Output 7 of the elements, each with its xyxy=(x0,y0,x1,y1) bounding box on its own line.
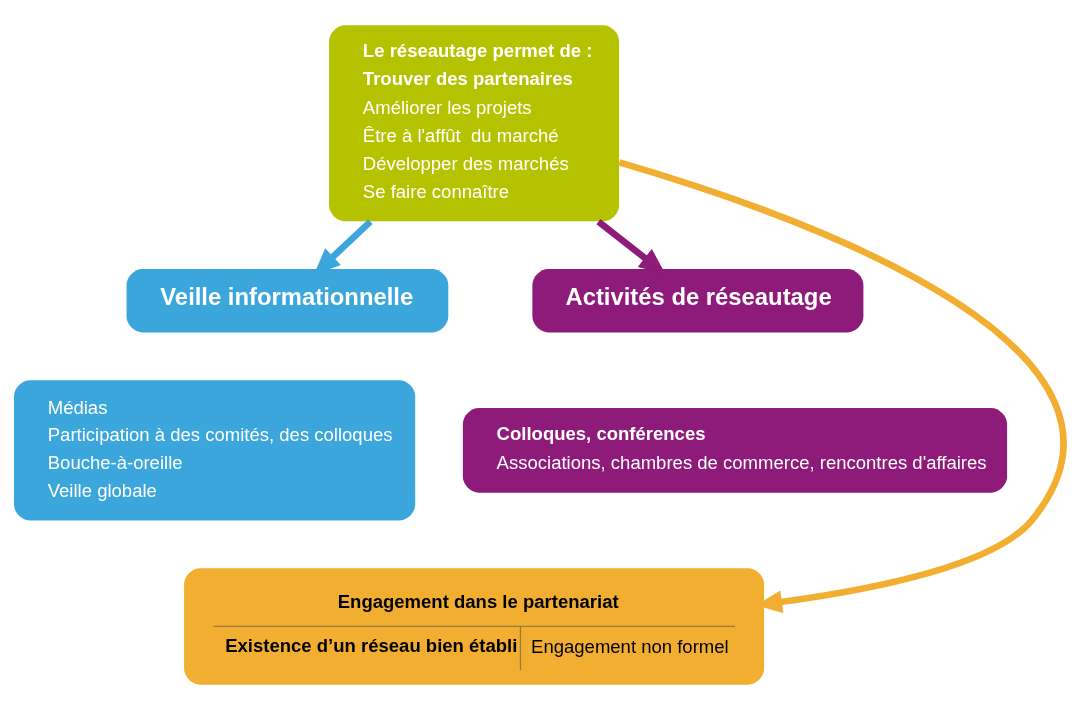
node-box: Médias Participation à des comités, des colloques Bouche-à-oreille Veille globale xyxy=(14,380,416,521)
node-box: Activités de réseautage xyxy=(532,268,864,333)
arrow xyxy=(618,159,1066,614)
node-box: Le réseautage permet de : Trouver des partenaires Améliorer les projets Être à l'affût du marché Développer des marchés Se faire connaître xyxy=(329,25,620,222)
node-box: Engagement dans le partenariat Existence d’un réseau bien établi Engagement non formel xyxy=(184,568,765,685)
node-box: Colloques, conférences Associations, chambres de commerce, rencontres d'affaires xyxy=(462,407,1008,493)
node-box: Veille informationnelle xyxy=(126,268,449,333)
